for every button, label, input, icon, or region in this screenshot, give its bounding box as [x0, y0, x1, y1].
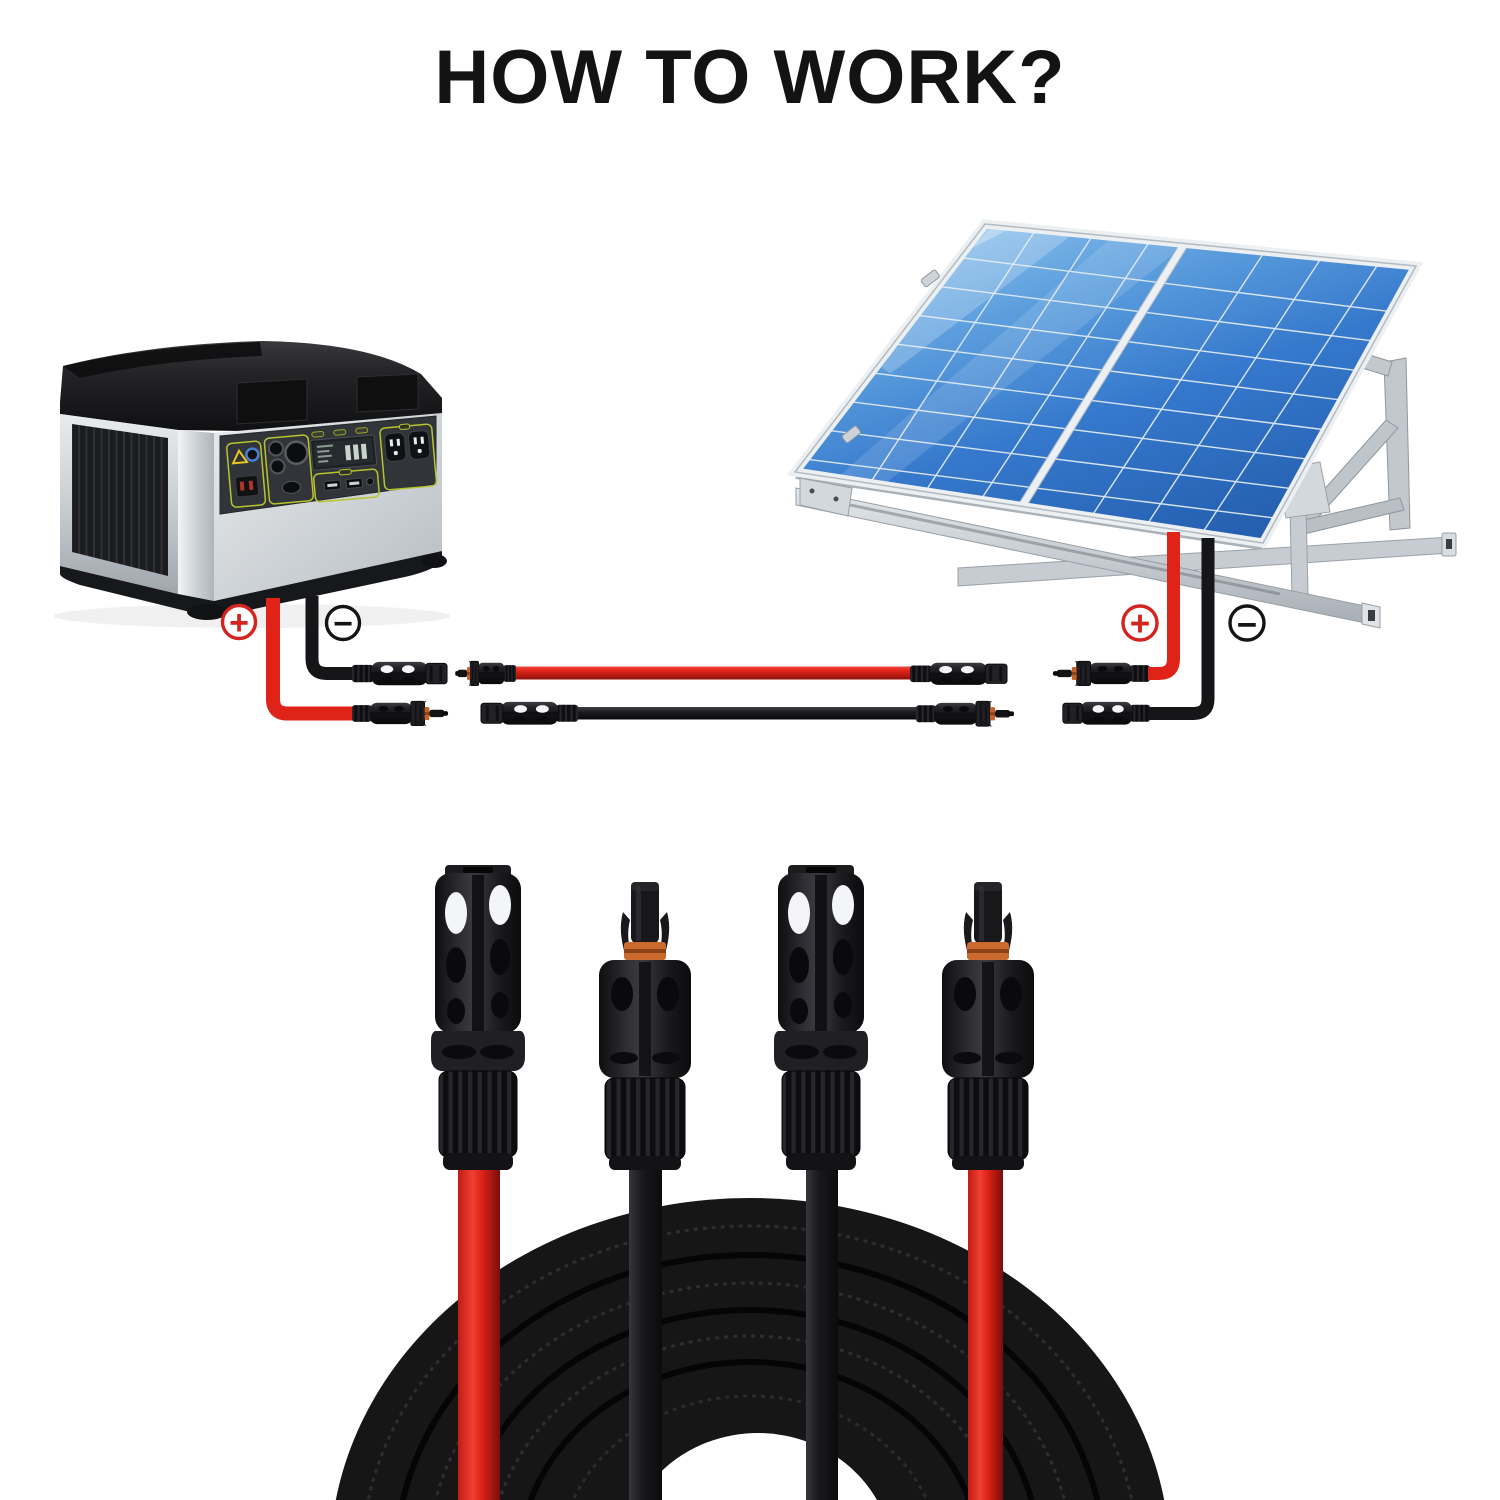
station-positive-wire — [266, 598, 354, 721]
closeup-female-connector-black — [773, 864, 869, 1171]
ac-outlet-1 — [384, 432, 407, 462]
foot-left — [187, 604, 227, 620]
ac-outlet-2 — [407, 430, 431, 460]
panel-positive-wire — [1148, 532, 1180, 680]
mc4-female-red-cable-right — [909, 662, 1008, 686]
closeup-black-cable-2 — [806, 1150, 838, 1500]
mc4-male-station-positive — [351, 700, 449, 727]
dc-port-2 — [269, 458, 286, 475]
closeup-red-cable-2 — [968, 1160, 1003, 1500]
usb-c-port — [366, 477, 375, 486]
vent-grille — [72, 424, 168, 576]
station-negative-badge: − — [324, 604, 362, 643]
closeup-red-cable-1 — [458, 1150, 500, 1500]
page-title: HOW TO WORK? — [434, 35, 1066, 120]
mc4-female-station-negative — [351, 661, 448, 686]
mc4-male-red-cable-left — [454, 660, 517, 687]
warning-icon — [231, 448, 249, 465]
solar-panels — [795, 224, 1416, 543]
mc4-female-panel-negative — [1062, 701, 1151, 726]
dc-input-port — [245, 447, 260, 462]
solar-panel-array — [786, 219, 1457, 629]
panel-negative-wire — [1148, 538, 1215, 720]
panel-positive-badge: + — [1121, 604, 1159, 644]
station-negative-wire — [305, 596, 354, 680]
station-positive-badge: + — [220, 603, 258, 642]
minus-icon: − — [1237, 606, 1257, 645]
minus-icon: − — [333, 605, 353, 643]
closeup-male-connector-black — [598, 881, 692, 1171]
panel-divider — [1019, 241, 1188, 508]
closeup-female-connector-red — [430, 864, 526, 1171]
mc4-female-black-cable-left — [480, 701, 579, 726]
closeup-male-connector-red — [941, 881, 1035, 1171]
mc4-male-black-cable-right — [915, 700, 1015, 728]
stand-mid-post — [1289, 504, 1309, 597]
portable-power-station — [54, 341, 450, 628]
plus-icon: + — [229, 604, 249, 642]
top-cover-right — [356, 373, 419, 413]
plus-icon: + — [1130, 605, 1150, 644]
dc-port-3 — [281, 480, 301, 494]
power-station-base — [60, 551, 442, 614]
black-extension-cable — [574, 707, 918, 720]
port-panel-contents — [226, 423, 438, 508]
stand-rear-leg — [1383, 357, 1411, 531]
foot-right — [421, 554, 447, 568]
closeup-black-cable-1 — [629, 1160, 662, 1500]
car-port — [284, 440, 309, 465]
corner-trim — [178, 430, 214, 601]
top-cover-left — [236, 378, 308, 425]
red-extension-cable — [512, 666, 912, 680]
power-station-handle — [63, 342, 262, 378]
mc4-male-panel-positive — [1052, 660, 1151, 687]
panel-negative-badge: − — [1228, 604, 1266, 645]
ac-socket-universal — [235, 474, 260, 498]
stand-left-bracket — [799, 477, 853, 517]
dc-port-1 — [267, 440, 284, 457]
coiled-cable — [335, 1198, 1165, 1500]
